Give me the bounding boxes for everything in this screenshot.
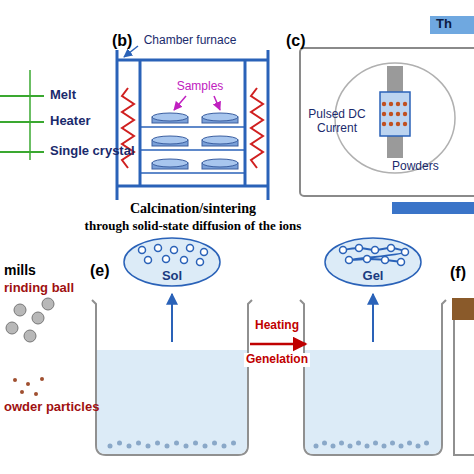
panel-letter: (e) — [90, 262, 110, 280]
electrode — [387, 66, 403, 92]
part-label: Heater — [50, 114, 90, 129]
pointer-arrow — [171, 294, 173, 342]
powder-particle — [26, 382, 30, 386]
part-label: Melt — [50, 88, 76, 103]
powder-particle — [20, 390, 24, 394]
powder-particle — [13, 378, 17, 382]
powder-particle — [40, 377, 44, 381]
part-label: Calcination/sintering — [130, 201, 256, 217]
leader-lines — [0, 70, 44, 160]
electrode — [387, 136, 403, 158]
part-label: mills — [4, 262, 36, 278]
panel-letter: (f) — [450, 264, 466, 282]
powder-particle — [34, 392, 38, 396]
panel-letter: (c) — [286, 32, 306, 50]
sample-disks — [152, 113, 238, 169]
die — [380, 92, 410, 136]
part-label: through solid-state diffusion of the ion… — [85, 219, 302, 234]
part-label: Samples — [177, 80, 224, 94]
pointer-arrow — [174, 96, 186, 110]
sps-chamber — [300, 48, 474, 196]
part-label: rinding ball — [4, 281, 74, 296]
part-label: owder particles — [4, 400, 99, 415]
node-label: Sol — [122, 268, 222, 283]
node-label: Gel — [323, 268, 423, 283]
part-label: Pulsed DC Current — [306, 108, 368, 136]
powder-dots — [382, 102, 407, 126]
part-label: Single crystal — [50, 144, 135, 159]
process-arrow — [250, 343, 306, 346]
sol-gel-bubble: Sol — [122, 236, 222, 288]
part-label: Powders — [392, 160, 439, 174]
beaker — [92, 300, 446, 455]
pointer-arrow — [214, 96, 220, 110]
bottle — [454, 320, 474, 455]
part-label: Genelation — [244, 353, 310, 367]
part-label: Chamber furnace — [144, 34, 237, 48]
pointer-arrow — [372, 294, 374, 342]
part-label: Heating — [253, 319, 301, 333]
sol-gel-bubble: Gel — [323, 236, 423, 288]
electrode-bar — [392, 202, 474, 214]
panel-letter: (b) — [112, 32, 132, 50]
grinding-balls — [6, 298, 54, 342]
chamber-furnace — [117, 50, 268, 200]
heater-coil — [122, 88, 263, 168]
bottle-cap — [452, 298, 474, 320]
thermocouple-bar — [430, 16, 474, 34]
particles — [108, 441, 430, 449]
part-label: Th — [436, 17, 452, 32]
